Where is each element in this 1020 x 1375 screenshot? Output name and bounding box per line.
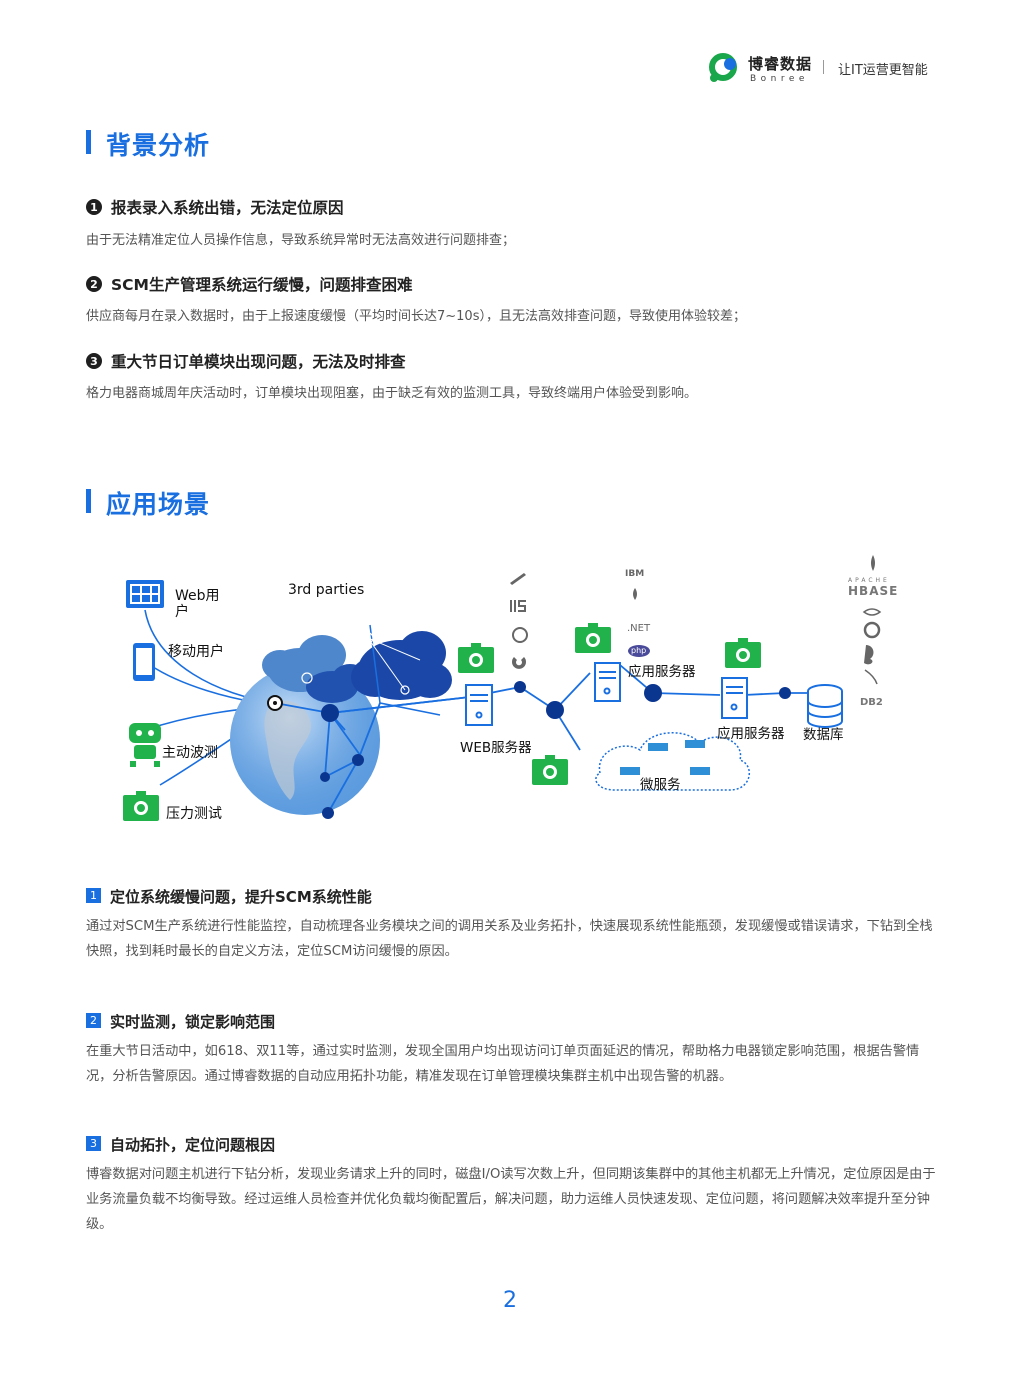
label-dotnet: .NET xyxy=(627,623,651,634)
microservice-cloud xyxy=(595,732,750,791)
background-item-heading: 1 报表录入系统出错，无法定位原因 xyxy=(86,196,344,218)
background-item-desc: 格力电器商城周年庆活动时，订单模块出现阻塞，由于缺乏有效的监测工具，导致终端用户… xyxy=(86,386,698,401)
scenario-heading: 自动拓扑，定位问题根因 xyxy=(110,1136,276,1154)
item-number-badge: 3 xyxy=(86,353,102,369)
scenario-heading: 实时监测，锁定影响范围 xyxy=(110,1013,276,1031)
item-number-badge: 3 xyxy=(86,1136,101,1151)
section-title-scenarios: 应用场景 xyxy=(106,490,211,519)
label-php: php xyxy=(631,646,647,655)
label-third-parties: 3rd parties xyxy=(288,582,365,598)
label-mobile-user: 移动用户 xyxy=(168,644,224,660)
robot-icon xyxy=(129,723,161,767)
app-server-icon xyxy=(594,662,621,702)
header-divider xyxy=(823,60,824,74)
heading-text: 报表录入系统出错，无法定位原因 xyxy=(111,199,344,217)
brand-slogan: 让IT运营更智能 xyxy=(838,63,928,78)
mobile-user-icon xyxy=(133,643,155,681)
web-server-icon xyxy=(465,684,493,726)
label-apache: APACHE xyxy=(848,577,890,584)
item-number-badge: 1 xyxy=(86,888,101,903)
item-number-badge: 2 xyxy=(86,276,102,292)
label-ibm: IBM xyxy=(625,569,645,579)
background-item-desc: 由于无法精准定位人员操作信息，导致系统异常时无法高效进行问题排查； xyxy=(86,233,516,248)
label-stress-test: 压力测试 xyxy=(166,806,222,822)
architecture-diagram: Web用户 移动用户 主动波测 压力测试 3rd parties WEB服务器 … xyxy=(100,545,930,845)
scenario-desc: 通过对SCM生产系统进行性能监控，自动梳理各业务模块之间的调用关系及业务拓扑，快… xyxy=(86,919,933,959)
label-active-probe: 主动波测 xyxy=(162,745,218,761)
label-hbase: HBASE xyxy=(848,584,899,598)
diagram-canvas xyxy=(123,555,882,821)
section-marker xyxy=(86,130,91,154)
label-web-server: WEB服务器 xyxy=(460,740,532,756)
label-database: 数据库 xyxy=(803,727,844,743)
app-server-icon xyxy=(721,677,748,719)
label-app-server-1: 应用服务器 xyxy=(628,664,696,680)
label-app-server-2: 应用服务器 xyxy=(717,726,785,742)
heading-text: SCM生产管理系统运行缓慢，问题排查困难 xyxy=(111,276,413,294)
database-icon xyxy=(807,684,843,728)
page-number: 2 xyxy=(503,1288,517,1313)
scenario-heading: 定位系统缓慢问题，提升SCM系统性能 xyxy=(110,888,372,906)
background-item-heading: 2 SCM生产管理系统运行缓慢，问题排查困难 xyxy=(86,273,412,295)
background-item-desc: 供应商每月在录入数据时，由于上报速度缓慢（平均时间长达7~10s），且无法高效排… xyxy=(86,309,746,324)
heading-text: 重大节日订单模块出现问题，无法及时排查 xyxy=(111,353,406,371)
brand-name-en: Bonree xyxy=(750,74,809,84)
label-microservice: 微服务 xyxy=(640,777,681,793)
label-db2: DB2 xyxy=(860,697,883,708)
scenario-desc: 博睿数据对问题主机进行下钻分析，发现业务请求上升的同时，磁盘I/O读写次数上升，… xyxy=(86,1167,936,1232)
bonree-logo-icon xyxy=(709,53,737,82)
label-web-user: Web用户 xyxy=(175,588,220,620)
item-number-badge: 2 xyxy=(86,1013,101,1028)
php-icon xyxy=(628,645,650,657)
section-marker xyxy=(86,489,91,513)
web-user-icon xyxy=(126,580,164,608)
section-title-background: 背景分析 xyxy=(106,131,211,160)
background-item-heading: 3 重大节日订单模块出现问题，无法及时排查 xyxy=(86,350,406,372)
item-number-badge: 1 xyxy=(86,199,102,215)
scenario-desc: 在重大节日活动中，如618、双11等，通过实时监测，发现全国用户均出现访问订单页… xyxy=(86,1044,920,1084)
brand-name-cn: 博睿数据 xyxy=(748,55,813,73)
